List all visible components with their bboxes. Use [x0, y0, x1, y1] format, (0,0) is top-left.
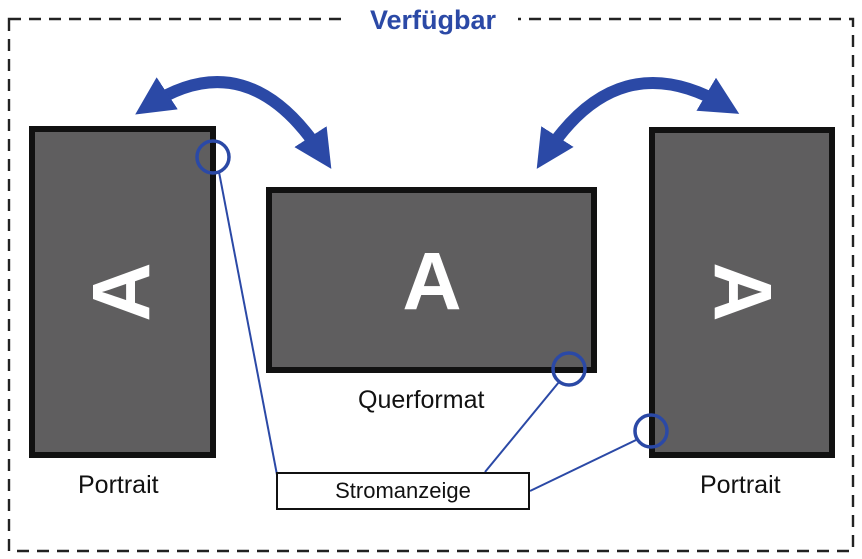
caption-portrait-left: Portrait [78, 471, 159, 499]
screen-glyph-left: A [77, 262, 168, 321]
indicator-connector-center [484, 381, 560, 473]
power-indicator-center [551, 351, 587, 387]
screen-portrait-right [649, 127, 835, 458]
rotate-arrow-right [536, 77, 740, 169]
rotate-arrow-left [135, 76, 332, 169]
screen-glyph-center: A [402, 237, 461, 328]
indicator-connector-left [218, 171, 279, 481]
indicator-connector-right [529, 439, 637, 492]
caption-portrait-right: Portrait [700, 471, 781, 499]
power-indicator-left [195, 139, 231, 175]
caption-landscape: Querformat [358, 386, 485, 414]
screen-portrait-left [29, 126, 216, 458]
screen-glyph-right: A [697, 262, 788, 321]
power-indicator-right [633, 413, 669, 449]
power-indicator-label: Stromanzeige [276, 472, 530, 510]
frame-title: Verfügbar [348, 2, 518, 38]
screen-landscape-center [266, 187, 597, 373]
